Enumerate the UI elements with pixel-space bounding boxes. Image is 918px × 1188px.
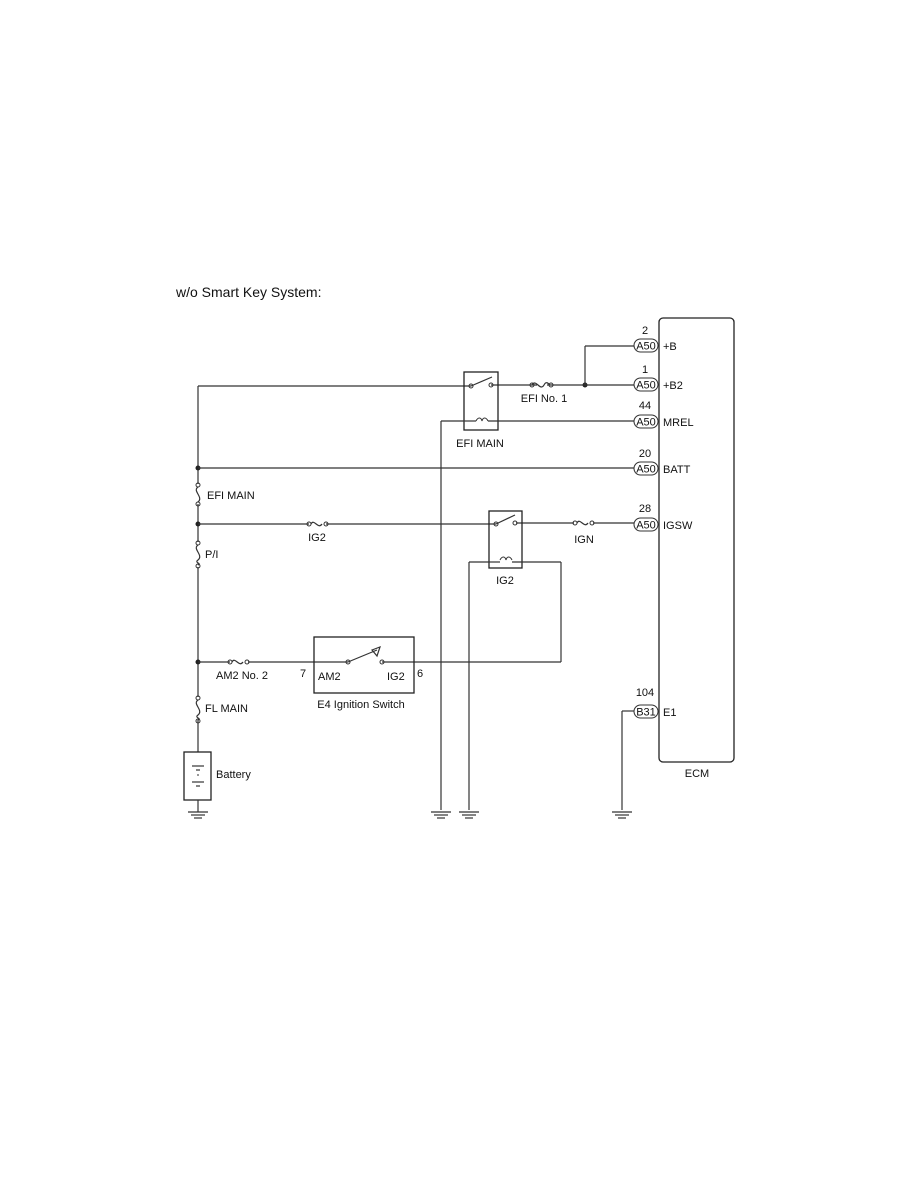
efi-no1-fuse [531,382,551,388]
diagram-heading: w/o Smart Key System: [176,284,322,300]
ground-icon [188,811,208,819]
ig2-fuse [306,521,329,527]
ground-icon [612,811,632,819]
ig2-relay [468,510,562,810]
ig2-relay-label: IG2 [496,575,514,587]
efi-no1-fuse-label: EFI No. 1 [521,393,567,405]
am2-no2-fuse [227,659,250,665]
ignition-switch-pin-6: 6 [417,668,423,680]
signal-name: +B [663,341,677,353]
ground-icon [459,811,479,819]
pin-number: 104 [636,687,654,699]
efi-main-relay [440,371,634,810]
ecm-pin-b2: 1 A50 +B2 [633,364,683,392]
connector-code: A50 [636,464,656,476]
connector-code: A50 [636,417,656,429]
ecm-label: ECM [685,768,709,780]
pin-number: 20 [639,448,651,460]
signal-name: BATT [663,464,691,476]
connector-code: A50 [636,520,656,532]
signal-name: +B2 [663,380,683,392]
ignition-switch [313,636,415,694]
fl-main-label: FL MAIN [205,703,248,715]
signal-name: MREL [663,417,694,429]
ign-fuse [572,520,595,526]
battery [183,751,212,812]
battery-label: Battery [216,769,251,781]
wire-b2 [198,345,634,387]
pin-number: 28 [639,503,651,515]
connector-code: B31 [636,707,656,719]
am2-no2-fuse-label: AM2 No. 2 [216,670,268,682]
connector-oval [633,517,659,532]
pi-fusible-link-label: P/I [205,549,218,561]
ecm-box [658,317,735,763]
pin-number: 2 [642,325,648,337]
wire-igsw [198,522,634,525]
ecm-pin-igsw: 28 A50 IGSW [633,503,693,532]
efi-main-relay-label: EFI MAIN [456,438,504,450]
ignition-switch-pin-7: 7 [300,668,306,680]
ecm-pin-batt: 20 A50 BATT [633,448,691,476]
ignition-switch-am2-label: AM2 [318,671,341,683]
pin-number: 1 [642,364,648,376]
ground-icon [431,811,451,819]
signal-name: E1 [663,707,676,719]
connector-code: A50 [636,380,656,392]
junction-dots [195,382,588,665]
signal-name: IGSW [663,520,693,532]
ign-fuse-label: IGN [574,534,594,546]
wire-e1 [621,710,634,810]
ig2-fuse-label: IG2 [308,532,326,544]
efi-main-fuse [195,482,201,507]
ecm-pin-b: 2 A50 +B [633,325,677,353]
ecm-pin-mrel: 44 A50 MREL [633,400,694,429]
pin-number: 44 [639,400,651,412]
ignition-switch-label: E4 Ignition Switch [317,699,404,711]
connector-code: A50 [636,341,656,353]
efi-main-fuse-label: EFI MAIN [207,490,255,502]
pi-fusible-link [195,540,201,569]
ecm-pin-e1: 104 B31 E1 [633,687,676,719]
ignition-switch-ig2-label: IG2 [387,671,405,683]
fl-main-fusible-link [195,695,201,724]
